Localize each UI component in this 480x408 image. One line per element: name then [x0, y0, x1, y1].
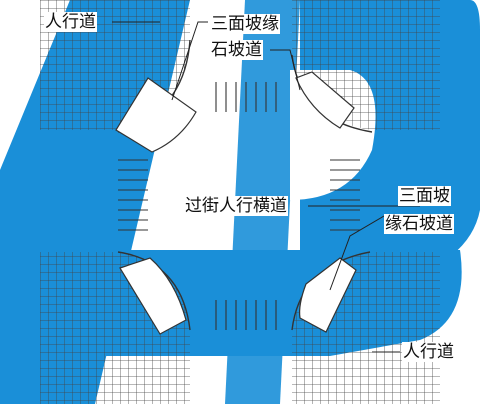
label-ramp-top-line2: 石坡道 — [210, 40, 263, 60]
ramp-bottom-left — [119, 257, 187, 335]
ramp-top-left — [115, 77, 197, 153]
label-crosswalk: 过街人行横道 — [184, 196, 288, 216]
ramp-bottom-right — [299, 257, 357, 333]
label-sidewalk-top-left: 人行道 — [44, 12, 97, 32]
ramp-top-right — [295, 71, 355, 129]
label-sidewalk-bottom-right: 人行道 — [402, 342, 455, 362]
crosswalk-stripes — [118, 82, 360, 330]
curb-ramps — [115, 71, 357, 335]
label-ramp-right-line2: 缘石坡道 — [384, 214, 454, 234]
leader-lines — [112, 21, 420, 353]
label-ramp-top-line1: 三面坡缘 — [210, 14, 280, 34]
label-ramp-right-line1: 三面坡 — [398, 186, 451, 206]
